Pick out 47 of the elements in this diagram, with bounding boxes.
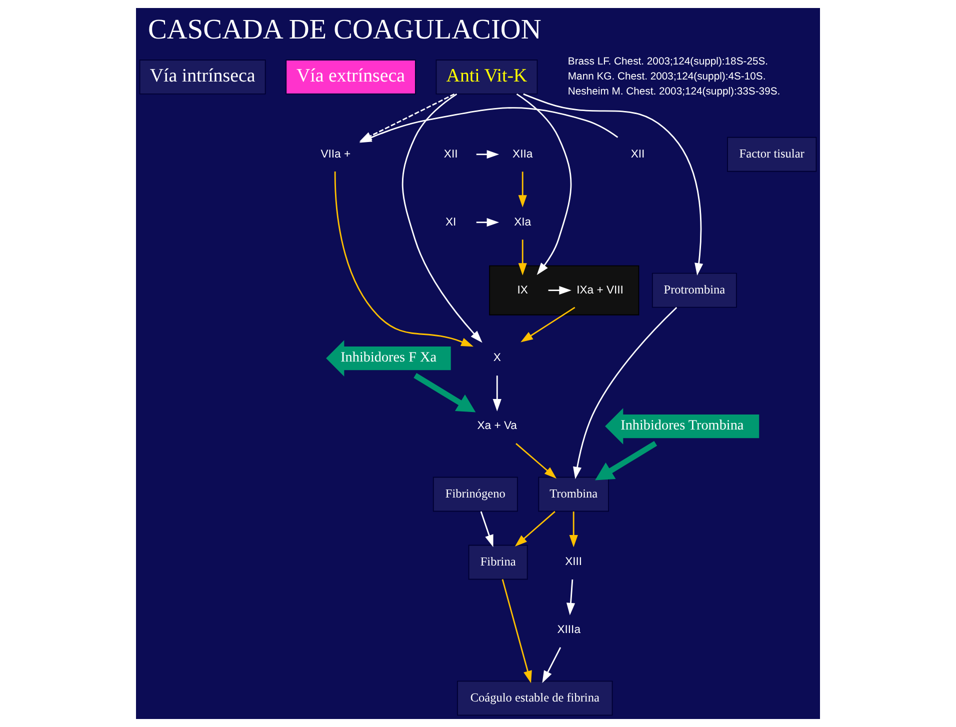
node-box: Vía extrínseca	[286, 60, 416, 94]
node-box: Fibrina	[468, 544, 528, 580]
label: Nesheim M. Chest. 2003;124(suppl):33S-39S.	[568, 86, 780, 98]
diagram-title: CASCADA DE COAGULACION	[148, 14, 542, 46]
node-text: XI	[446, 216, 456, 228]
label: Brass LF. Chest. 2003;124(suppl):18S-25S.	[568, 56, 768, 68]
arrow	[520, 306, 576, 342]
node-box: Trombina	[538, 476, 609, 512]
label: Mann KG. Chest. 2003;124(suppl):4S-10S.	[568, 72, 766, 83]
node-text: XIII	[565, 556, 582, 568]
node-text: XIa	[514, 216, 532, 228]
node-text: XII	[444, 148, 458, 160]
arrow	[573, 306, 678, 480]
node-text: X	[493, 352, 501, 364]
node-text: XIIIa	[557, 624, 581, 636]
arrow	[566, 579, 576, 616]
node-text: Xa + Va	[477, 420, 517, 432]
arrow	[502, 579, 532, 684]
arrow	[518, 240, 527, 276]
arrow	[516, 443, 557, 479]
node-text: IX	[517, 284, 528, 296]
node-box: Factor tisular	[727, 136, 817, 172]
arrow	[476, 218, 500, 227]
arrow	[523, 93, 704, 276]
node-text: XII	[630, 148, 645, 160]
arrow	[402, 93, 482, 343]
arrow	[542, 647, 562, 683]
node-box: Fibrinógeno	[432, 476, 518, 512]
cluster	[489, 265, 640, 316]
arrow	[480, 511, 494, 548]
arrow	[569, 512, 578, 548]
arrow	[492, 376, 502, 412]
arrow	[414, 373, 476, 412]
node-box: Protrombina	[652, 272, 737, 308]
arrow	[514, 511, 556, 547]
arrow	[334, 172, 474, 347]
node-text: VIIa +	[320, 148, 351, 160]
arrow	[548, 286, 572, 295]
arrow	[595, 440, 658, 480]
node-box: Anti Vit-K	[436, 60, 538, 94]
node-text: IXa + VIII	[576, 284, 624, 296]
node-box: Coágulo estable de fibrina	[457, 680, 613, 716]
node-text: XIIa	[512, 148, 533, 160]
arrow	[476, 150, 500, 159]
arrow	[518, 172, 527, 208]
arrow	[516, 93, 572, 275]
node-box: Vía intrínseca	[139, 60, 266, 94]
